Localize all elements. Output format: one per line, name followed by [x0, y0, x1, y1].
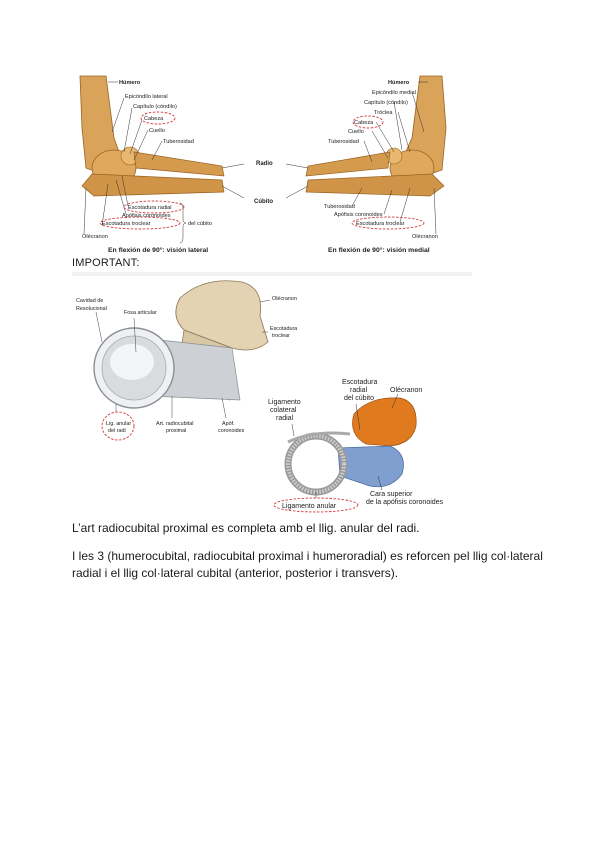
label-lig-anular: Lig. anular — [106, 421, 131, 427]
label-ligamento-anular-right: Ligamento anular — [282, 503, 337, 510]
label-olecranon-mid: Olécranon — [272, 296, 297, 302]
radioulnar-joint-figure: Cavidad de Resolucional Fosa articular O… — [72, 272, 472, 522]
mid-leader-lines — [95, 299, 271, 419]
label-escotadura-radial-lateral: Escotadura radial — [128, 205, 172, 211]
paragraph-reinforcement-line2: radial i el llig col·lateral cubital (an… — [72, 566, 399, 580]
collateral-ligament-fibers — [287, 431, 351, 444]
coronoid-process-blue — [337, 445, 404, 488]
label-proximal: proximal — [166, 428, 186, 434]
highlight-escotadura-radial-lateral — [123, 200, 185, 214]
label-cara-superior: Cara superior — [370, 491, 413, 498]
label-escotadura-mid: Escotadura — [270, 326, 297, 332]
radioulnar-figure-drawing: Cavidad de Resolucional Fosa articular O… — [72, 272, 472, 441]
annular-ligament-figure: Escotadura radial del cúbito Olécranon L… — [258, 372, 478, 522]
label-tuberosidad-cubito-medial: Tuberosidad — [324, 204, 355, 210]
caption-lateral-view: En flexión de 90°: visión lateral — [108, 246, 208, 254]
label-del-radi: del radi — [108, 428, 126, 434]
label-cuello-medial: Cuello — [348, 129, 364, 135]
label-epicondilo-medial: Epicóndilo medial — [372, 90, 416, 96]
medial-radius-bone — [305, 151, 391, 177]
label-epicondilo-lateral: Epicóndilo lateral — [125, 94, 168, 100]
paragraph-reinforcement-line1: I les 3 (humerocubital, radiocubital pro… — [72, 549, 543, 563]
annular-ligament-fibers — [286, 434, 346, 494]
label-humero-medial: Húmero — [388, 80, 410, 86]
label-apofisis-coronoides-right: de la apófisis coronoides — [366, 499, 444, 506]
label-olecranon-lateral: Olécranon — [82, 234, 108, 240]
label-capitulo-lateral: Capítulo (cóndilo) — [133, 104, 177, 110]
label-colateral-right: colateral — [270, 407, 297, 414]
elbow-figure-drawing: Húmero Epicóndilo lateral Capítulo (cónd… — [79, 75, 447, 254]
highlight-ellipses — [99, 111, 425, 230]
label-escotadura-troclear-lateral: Escotadura troclear — [102, 221, 151, 227]
paragraph-radiocubital: L’art radiocubital proximal es completa … — [72, 521, 420, 535]
annular-ligament-drawing: Escotadura radial del cúbito Olécranon L… — [268, 379, 444, 513]
medial-ulna-bone — [305, 173, 445, 197]
label-art-radiocubital: Art. radiocubital — [156, 421, 193, 427]
label-escotadura-troclear-medial: Escotadura troclear — [356, 221, 405, 227]
paragraph-reinforcement: I les 3 (humerocubital, radiocubital pro… — [72, 548, 543, 582]
label-apofisis-coronoides-medial: Apófisis coronoides — [334, 212, 383, 218]
label-apof: Apóf. — [222, 421, 235, 427]
label-coronoides: coronoides — [218, 428, 245, 434]
label-del-cubito-right: del cúbito — [344, 395, 374, 402]
label-troclear-mid: troclear — [272, 333, 290, 339]
label-cavidad: Cavidad de — [76, 298, 103, 304]
medial-leader-lines — [285, 81, 437, 235]
highlight-cabeza-medial — [352, 115, 384, 129]
right-leader-lines — [291, 393, 399, 498]
figure-top-rule — [72, 272, 472, 276]
label-ligamento-right: Ligamento — [268, 399, 301, 406]
label-cabeza-medial: Cabeza — [354, 120, 374, 126]
highlight-escotadura-troclear-lateral — [99, 216, 181, 230]
lateral-ulna-bone — [81, 173, 225, 197]
label-revestida: Resolucional — [76, 306, 107, 312]
elbow-lateral-medial-figure: Húmero Epicóndilo lateral Capítulo (cónd… — [72, 68, 460, 258]
label-humero-lateral: Húmero — [119, 80, 141, 86]
label-tuberosidad-lateral: Tuberosidad — [163, 139, 194, 145]
label-olecranon-medial: Olécranon — [412, 234, 438, 240]
label-radial-right: radial — [350, 387, 368, 394]
highlight-lig-anular — [101, 411, 135, 441]
caption-medial-view: En flexión de 90°: visión medial — [328, 246, 430, 254]
label-capitulo-medial: Capítulo (cóndilo) — [364, 100, 408, 106]
label-tuberosidad-medial: Tuberosidad — [328, 139, 359, 145]
label-del-cubito: del cúbito — [188, 221, 212, 227]
olecranon-block — [175, 280, 269, 351]
label-olecranon-right: Olécranon — [390, 387, 422, 394]
label-cubito: Cúbito — [254, 199, 273, 205]
label-radial2-right: radial — [276, 415, 294, 422]
label-cuello-lateral: Cuello — [149, 128, 165, 134]
highlight-cabeza-lateral — [140, 111, 176, 125]
olecranon-orange — [352, 397, 417, 447]
lateral-radius-bone — [133, 151, 225, 177]
label-escotadura-radial-right: Escotadura — [342, 379, 378, 386]
label-radio: Radio — [256, 161, 273, 167]
highlight-escotadura-troclear-medial — [351, 216, 425, 230]
important-heading: IMPORTANT: — [72, 257, 140, 269]
label-fosa-articular: Fosa articular — [124, 310, 157, 316]
label-troclea: Tróclea — [374, 110, 393, 116]
label-cabeza-lateral: Cabeza — [144, 116, 164, 122]
label-apofisis-coronoides-lateral: Apófisis coronoides — [122, 213, 171, 219]
radial-head-highlight — [110, 344, 154, 380]
highlight-ligamento-anular — [273, 497, 359, 513]
